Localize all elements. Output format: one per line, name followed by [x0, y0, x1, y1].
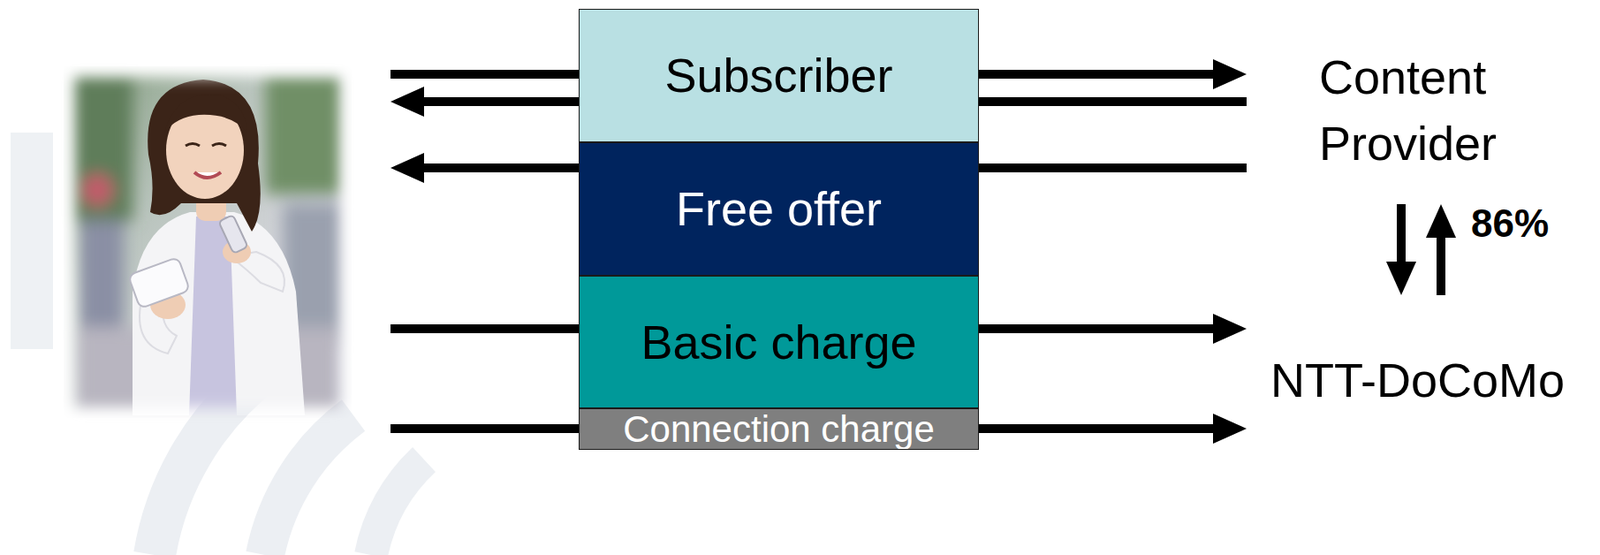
photo-bokeh [70, 70, 345, 416]
band-connection-charge: Connection charge [578, 408, 979, 450]
photo-ground [63, 66, 352, 418]
node-text: Basic charge [640, 276, 917, 408]
arrowhead [1425, 204, 1456, 238]
node-text: Connection charge [622, 409, 935, 449]
node-text: Subscriber [664, 9, 893, 142]
arrowhead [1213, 313, 1247, 344]
node-text: Content Provider [1319, 44, 1589, 177]
arrowhead [390, 152, 425, 183]
arrowhead [1213, 59, 1247, 90]
arrowhead [1386, 261, 1417, 296]
band-subscriber: Subscriber [578, 8, 979, 143]
arrow-line [1396, 204, 1406, 266]
arrowhead [1213, 413, 1247, 444]
photo [63, 66, 352, 418]
decor-arc [371, 459, 425, 555]
flow-arrow [1425, 204, 1456, 296]
node-text: Free offer [675, 143, 882, 275]
decor-arc [265, 415, 354, 555]
fringe [164, 94, 248, 133]
party-label: Content Provider [1252, 35, 1589, 199]
edge-label: 86% [1471, 200, 1549, 247]
party-label: NTT-DoCoMo [1252, 300, 1593, 448]
phone [128, 257, 190, 309]
band-basic-charge: Basic charge [578, 275, 979, 409]
phone-flip [218, 214, 248, 254]
decor-bar [10, 132, 54, 349]
band-free-offer: Free offer [578, 142, 979, 276]
flow-arrow [1386, 204, 1417, 296]
arrowhead [390, 86, 425, 117]
arrow-line [1436, 234, 1446, 296]
node-text: NTT-DoCoMo [1270, 351, 1593, 409]
cardigan [132, 212, 305, 416]
hair [147, 79, 261, 232]
